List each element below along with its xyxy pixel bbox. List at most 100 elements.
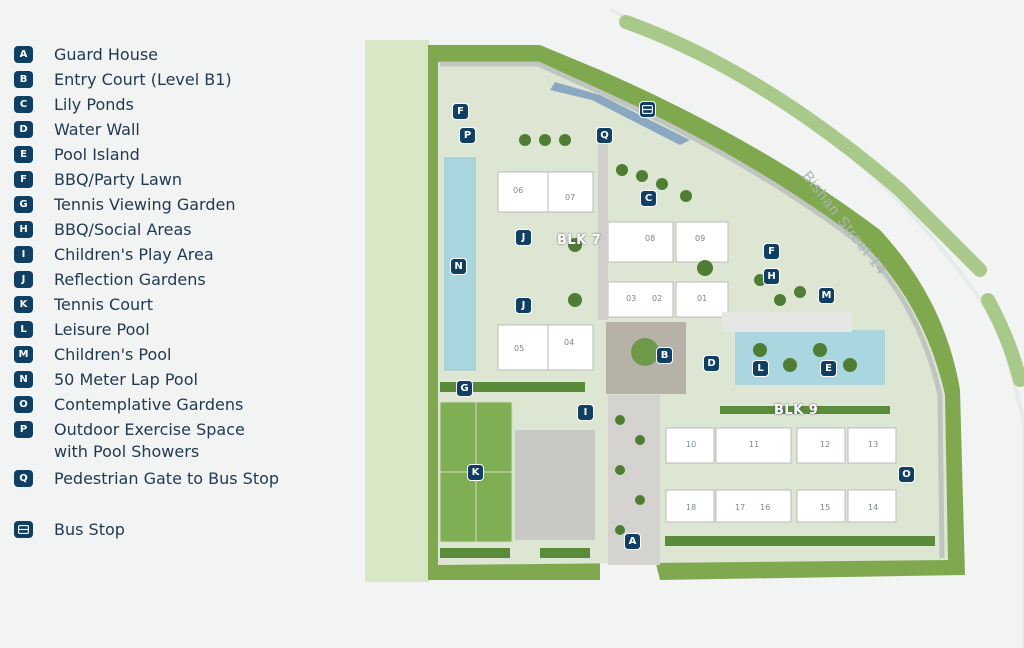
map-marker-l[interactable]: L (752, 360, 769, 377)
legend-item: L Leisure Pool (14, 319, 150, 341)
legend-code-badge: N (14, 371, 33, 388)
block-7-building (607, 281, 674, 318)
map-marker-f[interactable]: F (763, 243, 780, 260)
map-marker-e[interactable]: E (820, 360, 837, 377)
block-7-building (675, 281, 729, 318)
legend-code-badge: I (14, 246, 33, 263)
block-7-building (497, 324, 549, 371)
block-7-building (607, 221, 674, 263)
map-marker-q[interactable]: Q (596, 127, 613, 144)
map-marker-i[interactable]: I (577, 404, 594, 421)
trees (519, 134, 857, 535)
block-label: BLK 9 (774, 403, 819, 418)
legend-item: F BBQ/Party Lawn (14, 169, 182, 191)
legend-code-badge: A (14, 46, 33, 63)
legend-label: Children's Pool (54, 345, 172, 364)
block-9-building (796, 427, 846, 464)
legend-label: Pedestrian Gate to Bus Stop (54, 469, 280, 488)
unit-number: 04 (564, 338, 575, 347)
legend-item-bus-stop: Bus Stop (14, 519, 125, 541)
legend-label-line1: Outdoor Exercise Space (54, 420, 245, 439)
green-buffer-left (365, 40, 429, 582)
pool-deck (722, 312, 852, 332)
legend-label: Guard House (54, 45, 159, 64)
map-marker-p[interactable]: P (459, 127, 476, 144)
bus-stop-shelter (550, 82, 690, 145)
legend-label: Pool Island (54, 145, 140, 164)
legend-item: G Tennis Viewing Garden (14, 194, 235, 216)
map-marker-m[interactable]: M (818, 287, 835, 304)
unit-number: 03 (626, 294, 637, 303)
unit-number: 07 (565, 193, 576, 202)
block-9-building (847, 489, 897, 523)
block-9-building (715, 489, 792, 523)
map-marker-c[interactable]: C (640, 190, 657, 207)
block-9-building (715, 427, 792, 464)
hedges (440, 382, 935, 558)
unit-number: 13 (868, 440, 879, 449)
block-7-building (675, 221, 729, 263)
block-7-building (497, 171, 549, 213)
legend-item: O Contemplative Gardens (14, 394, 243, 416)
legend-code-badge: F (14, 171, 33, 188)
bus-stop-icon (14, 521, 33, 538)
unit-number: 02 (652, 294, 663, 303)
map-marker-n[interactable]: N (450, 258, 467, 275)
legend-code-badge: O (14, 396, 33, 413)
block-label: BLK 7 (557, 233, 602, 248)
block-9-building (796, 489, 846, 523)
legend-code-badge: L (14, 321, 33, 338)
verge-outer-2 (981, 293, 1024, 387)
map-marker-j[interactable]: J (515, 297, 532, 314)
map-marker-h[interactable]: H (763, 268, 780, 285)
legend-label: BBQ/Party Lawn (54, 170, 183, 189)
legend-item: Q Pedestrian Gate to Bus Stop (14, 468, 279, 490)
unit-number: 17 (735, 503, 746, 512)
unit-number: 08 (645, 234, 656, 243)
legend-item: I Children's Play Area (14, 244, 214, 266)
unit-number: 09 (695, 234, 706, 243)
legend-label-line2: with Pool Showers (54, 442, 200, 461)
unit-number: 06 (513, 186, 524, 195)
legend-code-badge: K (14, 296, 33, 313)
legend-code-badge: G (14, 196, 33, 213)
legend-item: C Lily Ponds (14, 94, 134, 116)
legend-label: Bus Stop (54, 520, 125, 539)
perimeter-path (440, 61, 945, 559)
verge-outer (619, 15, 987, 277)
legend-label: Children's Play Area (54, 245, 214, 264)
map-marker-k[interactable]: K (467, 464, 484, 481)
legend-code-badge: E (14, 146, 33, 163)
block-9-building (665, 427, 715, 464)
bus-stop-map-icon[interactable] (639, 101, 656, 118)
map-marker-g[interactable]: G (456, 380, 473, 397)
legend-code-badge: H (14, 221, 33, 238)
block-7-building (547, 324, 594, 371)
map-marker-b[interactable]: B (656, 347, 673, 364)
legend-code-badge: P (14, 421, 33, 438)
map-marker-a[interactable]: A (624, 533, 641, 550)
map-marker-o[interactable]: O (898, 466, 915, 483)
legend-label: BBQ/Social Areas (54, 220, 192, 239)
unit-number: 05 (514, 344, 525, 353)
legend-code-badge: Q (14, 470, 33, 487)
legend-label: Contemplative Gardens (54, 395, 244, 414)
map-marker-f[interactable]: F (452, 103, 469, 120)
legend-label: Tennis Viewing Garden (54, 195, 236, 214)
legend-item: A Guard House (14, 44, 158, 66)
unit-number: 01 (697, 294, 708, 303)
unit-number: 18 (686, 503, 697, 512)
map-marker-j[interactable]: J (515, 229, 532, 246)
legend-code-badge: C (14, 96, 33, 113)
legend-label: Lily Ponds (54, 95, 134, 114)
unit-number: 15 (820, 503, 831, 512)
legend-code-badge: D (14, 121, 33, 138)
map-marker-d[interactable]: D (703, 355, 720, 372)
legend-label: Leisure Pool (54, 320, 150, 339)
